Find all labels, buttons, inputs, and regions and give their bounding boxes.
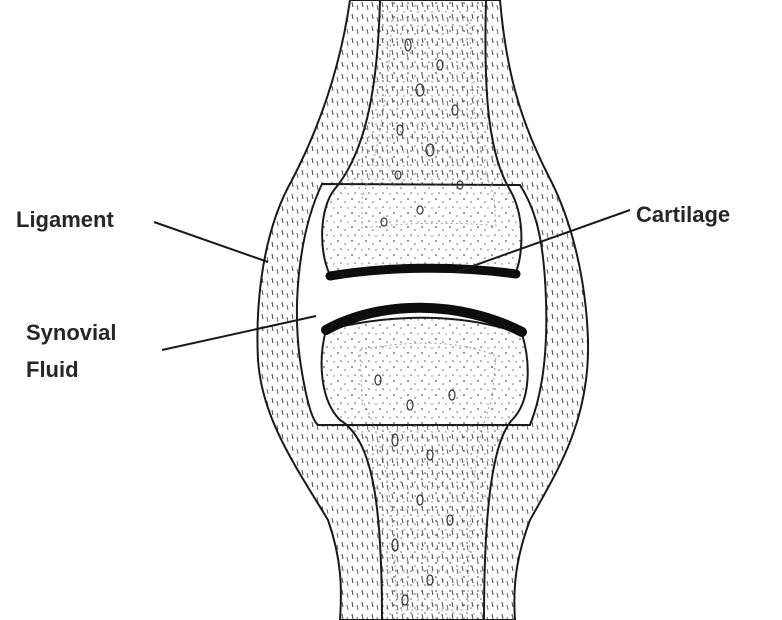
- synovial-label: Synovial: [26, 320, 116, 345]
- cartilage-label: Cartilage: [636, 202, 730, 227]
- ligament-label: Ligament: [16, 207, 114, 232]
- ligament-leader: [154, 222, 268, 262]
- fluid-label: Fluid: [26, 357, 79, 382]
